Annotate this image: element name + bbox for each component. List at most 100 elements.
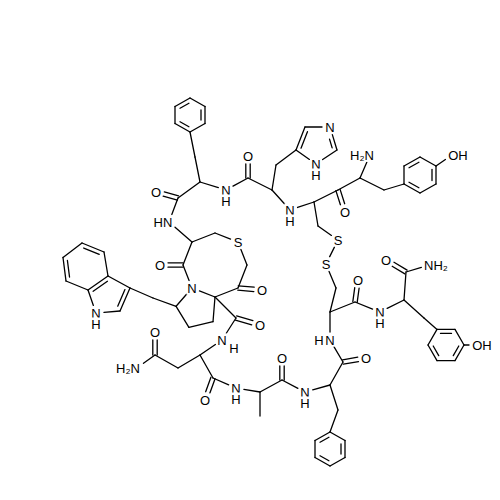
bond-line	[157, 340, 158, 355]
atom-label: OH	[447, 149, 469, 162]
atom-label: H	[220, 195, 231, 208]
bond-line	[330, 302, 355, 312]
bond-line	[250, 164, 251, 178]
bond-line	[164, 192, 178, 196]
bond-line	[172, 198, 178, 215]
bond-line	[343, 357, 358, 360]
bond-line	[183, 265, 189, 281]
bond-line	[226, 318, 236, 333]
bond-line	[387, 300, 404, 308]
bond-line	[330, 458, 345, 467]
bond-line	[215, 297, 236, 318]
bond-line	[168, 267, 183, 268]
atom-label: HN	[153, 216, 174, 229]
bond-line	[384, 184, 404, 190]
bond-line	[272, 165, 276, 190]
atom-label: O	[276, 352, 288, 365]
bond-line	[357, 288, 359, 302]
bond-line	[355, 302, 373, 309]
bond-line	[104, 252, 108, 276]
atom-label: O	[199, 394, 211, 407]
bond-line	[190, 98, 205, 107]
bond-line	[206, 377, 211, 391]
bond-line	[241, 249, 247, 265]
bond-line	[189, 322, 213, 328]
bond-line	[63, 243, 82, 258]
bond-line	[360, 178, 384, 190]
bond-line	[235, 320, 251, 325]
bond-line	[298, 202, 314, 207]
bond-line	[183, 242, 192, 265]
bond-line	[313, 385, 330, 390]
bond-line	[175, 98, 190, 107]
bond-line	[180, 122, 189, 127]
bond-line	[108, 276, 130, 288]
bond-line	[244, 389, 260, 392]
atom-label: N	[186, 282, 197, 295]
bond-line	[404, 157, 420, 166]
atom-label: O	[150, 186, 162, 199]
bond-line	[284, 366, 285, 380]
bond-line	[330, 288, 336, 312]
atom-label: H₂N	[349, 149, 375, 162]
bond-line	[199, 291, 215, 297]
bond-line	[63, 258, 66, 282]
bond-line	[272, 190, 285, 204]
atom-label: O	[254, 319, 266, 332]
atom-label: O	[339, 206, 351, 219]
bond-line	[336, 191, 341, 205]
bond-line	[67, 260, 69, 277]
bond-line	[301, 132, 307, 148]
atom-label: O	[149, 326, 161, 339]
atom-label: O	[360, 352, 372, 365]
bond-line	[178, 182, 200, 198]
atom-label: O	[256, 284, 268, 297]
bond-line	[329, 271, 336, 288]
atom-label: H	[313, 334, 324, 347]
bond-line	[204, 107, 205, 124]
atom-label: H	[284, 215, 295, 228]
bond-line	[330, 432, 345, 441]
bond-line	[340, 189, 345, 203]
bond-line	[330, 410, 338, 432]
bond-line	[409, 162, 419, 168]
atom-label: N	[216, 334, 227, 347]
bond-line	[200, 345, 215, 355]
bond-line	[175, 227, 192, 242]
atom-label: OH	[471, 339, 493, 352]
bond-line	[360, 162, 367, 178]
bond-line	[155, 355, 178, 368]
bond-line	[332, 135, 337, 150]
bond-line	[282, 380, 298, 388]
atom-label: N	[324, 121, 335, 134]
bond-line	[130, 288, 153, 298]
bond-line	[180, 103, 189, 108]
bond-line	[435, 166, 436, 184]
bond-line	[153, 298, 176, 306]
bond-line	[453, 346, 459, 356]
bond-line	[176, 294, 187, 306]
atom-label: S	[321, 258, 332, 271]
bond-line	[84, 248, 100, 254]
bond-line	[213, 297, 215, 322]
atom-label: H	[90, 318, 101, 331]
bond-line	[424, 318, 437, 329]
bond-line	[200, 355, 213, 378]
bond-line	[174, 107, 175, 124]
bond-line	[120, 288, 130, 311]
bond-line	[315, 458, 330, 467]
bond-line	[455, 329, 464, 345]
atom-label: H	[299, 397, 310, 410]
bond-line	[314, 190, 338, 202]
atom-label: N	[324, 334, 335, 347]
bond-line	[404, 272, 406, 300]
bond-line	[238, 265, 247, 288]
atom-label: S	[333, 234, 344, 247]
bond-line	[409, 182, 419, 188]
atom-label: O	[242, 150, 254, 163]
bond-line	[259, 392, 260, 416]
bond-line	[176, 306, 189, 327]
bond-line	[190, 132, 195, 157]
